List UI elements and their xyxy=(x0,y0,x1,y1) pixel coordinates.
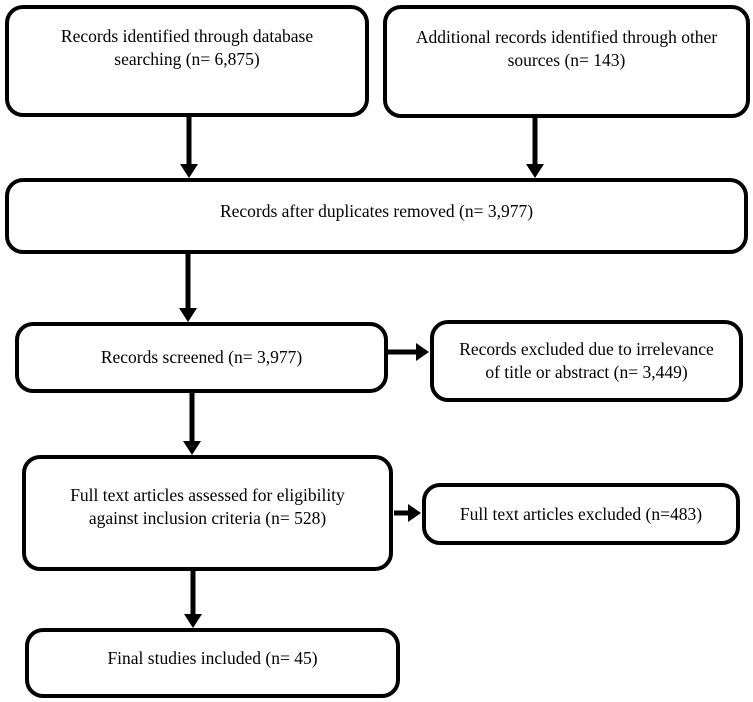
box-additional-records: Additional records identified through ot… xyxy=(383,5,750,118)
arrow-identified-to-duplicates xyxy=(180,117,198,178)
arrowhead-right-icon xyxy=(416,343,429,361)
arrowhead-down-icon xyxy=(179,308,197,322)
arrow-fulltext-to-final xyxy=(184,571,202,628)
arrowhead-down-icon xyxy=(526,164,544,178)
box-records-excluded-line2: of title or abstract (n= 3,449) xyxy=(485,362,688,382)
arrow-screened-to-fulltext xyxy=(183,393,201,455)
box-duplicates-removed-line1: Records after duplicates removed (n= 3,9… xyxy=(219,200,534,221)
box-additional-records-line1: Additional records identified through ot… xyxy=(415,26,718,47)
box-final-included-line1: Final studies included (n= 45) xyxy=(107,647,318,668)
arrow-shaft xyxy=(532,118,538,165)
box-records-excluded: Records excluded due to irrelevance of t… xyxy=(430,320,743,402)
arrow-additional-to-duplicates xyxy=(526,118,544,178)
box-records-identified-line2: searching (n= 6,875) xyxy=(114,49,260,69)
box-records-identified: Records identified through database sear… xyxy=(5,5,369,117)
arrow-shaft xyxy=(394,510,410,516)
arrowhead-right-icon xyxy=(408,504,421,522)
arrow-duplicates-to-screened xyxy=(179,254,197,322)
arrow-shaft xyxy=(185,254,191,309)
box-fulltext-assessed-line1: Full text articles assessed for eligibil… xyxy=(70,485,345,505)
box-fulltext-excluded: Full text articles excluded (n=483) xyxy=(422,483,740,545)
arrowhead-down-icon xyxy=(180,164,198,178)
arrowhead-down-icon xyxy=(184,614,202,628)
arrow-shaft xyxy=(186,117,192,165)
box-records-excluded-line1: Records excluded due to irrelevance xyxy=(459,339,714,359)
box-final-included: Final studies included (n= 45) xyxy=(25,628,400,698)
arrow-shaft xyxy=(190,571,196,615)
box-fulltext-excluded-line1: Full text articles excluded (n=483) xyxy=(459,503,703,524)
arrow-screened-to-excluded xyxy=(388,343,429,361)
arrow-shaft xyxy=(388,349,418,355)
box-records-screened: Records screened (n= 3,977) xyxy=(15,322,388,393)
box-duplicates-removed: Records after duplicates removed (n= 3,9… xyxy=(5,178,748,254)
box-records-identified-line1: Records identified through database xyxy=(60,26,314,46)
arrow-fulltext-to-excluded xyxy=(394,504,421,522)
box-fulltext-assessed-line2: against inclusion criteria (n= 528) xyxy=(88,508,327,528)
box-records-screened-line1: Records screened (n= 3,977) xyxy=(100,347,303,367)
box-additional-records-line2: sources (n= 143) xyxy=(507,49,626,70)
arrow-shaft xyxy=(189,393,195,442)
box-fulltext-assessed: Full text articles assessed for eligibil… xyxy=(22,455,393,571)
arrowhead-down-icon xyxy=(183,441,201,455)
